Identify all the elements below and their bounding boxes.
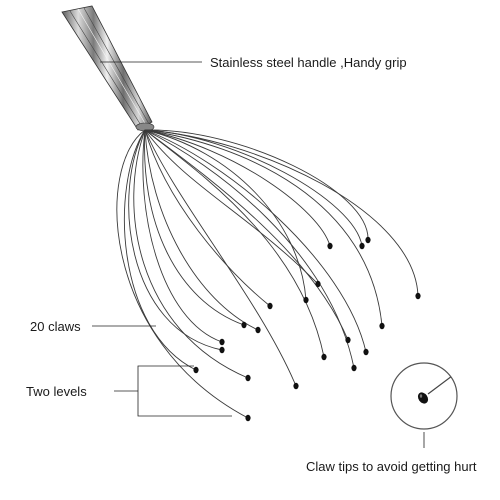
- claw: [144, 129, 319, 285]
- claw: [144, 129, 367, 353]
- handle-label: Stainless steel handle ,Handy grip: [210, 55, 407, 70]
- claw-tips: [193, 236, 421, 422]
- claw: [144, 129, 419, 297]
- claw-tip: [363, 348, 369, 356]
- claw: [123, 129, 197, 371]
- claw: [144, 129, 325, 358]
- claw-tip: [303, 296, 309, 304]
- claw: [116, 129, 249, 419]
- levels-bracket: [137, 365, 232, 417]
- claw-tip: [219, 346, 225, 354]
- claw-tip: [327, 242, 333, 250]
- claw: [142, 129, 223, 343]
- claw-tip: [345, 336, 351, 344]
- claw-tip: [321, 353, 327, 361]
- claw-tip: [245, 414, 251, 422]
- claw: [144, 129, 259, 331]
- claw-tip: [359, 242, 365, 250]
- callout-lines: [92, 61, 425, 448]
- claw: [144, 129, 307, 301]
- claw-tip: [245, 374, 251, 382]
- claw-tip: [193, 366, 199, 374]
- claw: [128, 129, 223, 351]
- claw: [144, 129, 271, 307]
- claw: [144, 129, 297, 387]
- claw-tip: [293, 382, 299, 390]
- claw-tips-label: Claw tips to avoid getting hurt: [306, 459, 477, 474]
- claw-tip-magnifier: [390, 362, 458, 430]
- claw-tip: [379, 322, 385, 330]
- claw-tip: [219, 338, 225, 346]
- claw-tip: [315, 280, 321, 288]
- claw-tip: [241, 321, 247, 329]
- claw-tip: [351, 364, 357, 372]
- claw-tip: [255, 326, 261, 334]
- claw: [144, 129, 331, 247]
- claws-label: 20 claws: [30, 319, 81, 334]
- claw: [144, 129, 369, 241]
- claw-tip: [267, 302, 273, 310]
- claw: [144, 129, 245, 326]
- claw-tip: [365, 236, 371, 244]
- claw-tip: [415, 292, 421, 300]
- claw: [144, 129, 383, 327]
- claws-group: [116, 129, 419, 419]
- levels-label: Two levels: [26, 384, 87, 399]
- claw: [144, 129, 349, 341]
- claw: [144, 129, 355, 369]
- stainless-steel-handle: [61, 5, 155, 132]
- claw: [133, 129, 249, 379]
